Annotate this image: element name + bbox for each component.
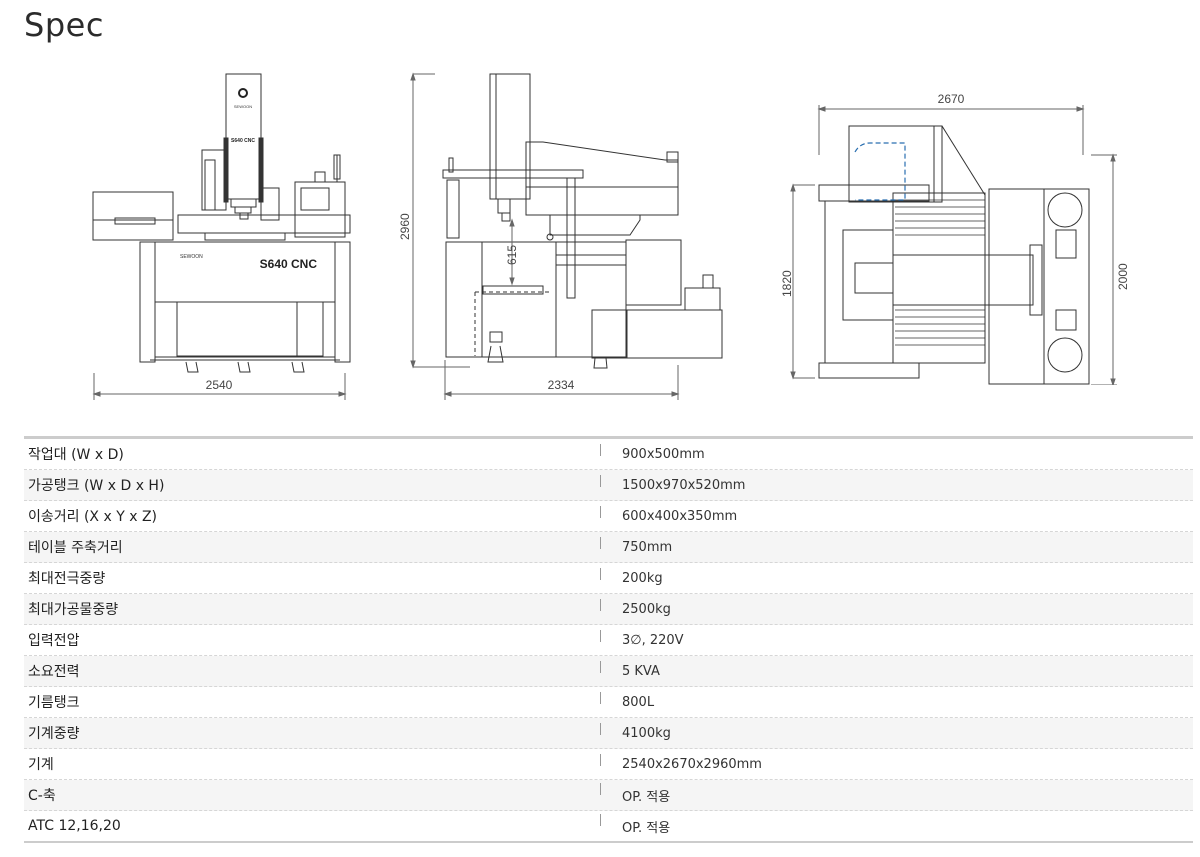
spec-value: 600x400x350mm [600,505,1193,524]
column [225,73,262,200]
page-title: Spec [24,6,104,44]
spec-label: 기름탱크 [28,695,80,711]
spec-label: 이송거리 (X x Y x Z) [28,509,157,525]
machine-drawings: SEWOON S640 CNC SEWOON S640 CNC 2540 [0,60,1200,410]
column-brand-label: SEWOON [234,104,252,109]
spec-label: 작업대 (W x D) [28,447,124,463]
column-model-label: S640 CNC [231,138,255,144]
body-brand-label: SEWOON [180,254,203,260]
spec-value: 4100kg [600,722,1193,741]
spec-value: 5 KVA [600,660,1193,679]
front-width-dimension: 2540 [206,378,233,392]
spec-value: 900x500mm [600,443,1193,462]
side-inner-dimension: 615 [505,245,519,265]
spec-label: 가공탱크 (W x D x H) [28,478,165,494]
top-left-dimension: 1820 [780,270,794,297]
spec-row-table-spindle-distance: 테이블 주축거리 750mm [24,532,1193,563]
top-width-dimension: 2670 [938,92,965,106]
top-right-dimension: 2000 [1116,263,1130,290]
top-view-drawing: 2670 1820 2000 [780,92,1130,385]
spec-label: ATC 12,16,20 [28,818,121,834]
spec-row-machine-size: 기계 2540x2670x2960mm [24,749,1193,780]
spec-value: 800L [600,691,1193,710]
spec-label: 기계중량 [28,726,80,742]
spec-row-travel: 이송거리 (X x Y x Z) 600x400x350mm [24,501,1193,532]
side-height-dimension: 2960 [398,213,412,240]
spec-row-work-tank: 가공탱크 (W x D x H) 1500x970x520mm [24,470,1193,501]
spec-value: 1500x970x520mm [600,474,1193,493]
sewoon-logo-icon [238,88,248,98]
spec-label: 테이블 주축거리 [28,540,123,556]
work-area-outline [854,142,906,201]
spec-row-power-consumption: 소요전력 5 KVA [24,656,1193,687]
spec-value: 750mm [600,536,1193,555]
spec-row-input-voltage: 입력전압 3∅, 220V [24,625,1193,656]
spec-value: OP. 적용 [600,782,1193,805]
body-model-label: S640 CNC [260,257,318,271]
spec-label: 소요전력 [28,664,80,680]
spec-label: 최대가공물중량 [28,602,119,618]
spec-value: OP. 적용 [600,813,1193,836]
spec-row-c-axis: C-축 OP. 적용 [24,780,1193,811]
spec-row-max-workpiece-weight: 최대가공물중량 2500kg [24,594,1193,625]
spec-value: 2500kg [600,598,1193,617]
front-view-drawing: SEWOON S640 CNC SEWOON S640 CNC 2540 [92,73,351,400]
spec-label: 최대전극중량 [28,571,106,587]
spec-row-atc: ATC 12,16,20 OP. 적용 [24,811,1193,841]
spec-label: 입력전압 [28,633,80,649]
spec-value: 2540x2670x2960mm [600,753,1193,772]
side-view-drawing: 615 2960 2334 [398,72,723,400]
spec-row-max-electrode-weight: 최대전극중량 200kg [24,563,1193,594]
spec-value: 3∅, 220V [600,629,1193,648]
spec-row-work-table: 작업대 (W x D) 900x500mm [24,439,1193,470]
spec-row-oil-tank: 기름탱크 800L [24,687,1193,718]
side-depth-dimension: 2334 [548,378,575,392]
spec-table: 작업대 (W x D) 900x500mm 가공탱크 (W x D x H) 1… [24,436,1193,843]
spec-value: 200kg [600,567,1193,586]
spec-row-machine-weight: 기계중량 4100kg [24,718,1193,749]
spec-label: C-축 [28,788,56,804]
spec-label: 기계 [28,757,54,773]
